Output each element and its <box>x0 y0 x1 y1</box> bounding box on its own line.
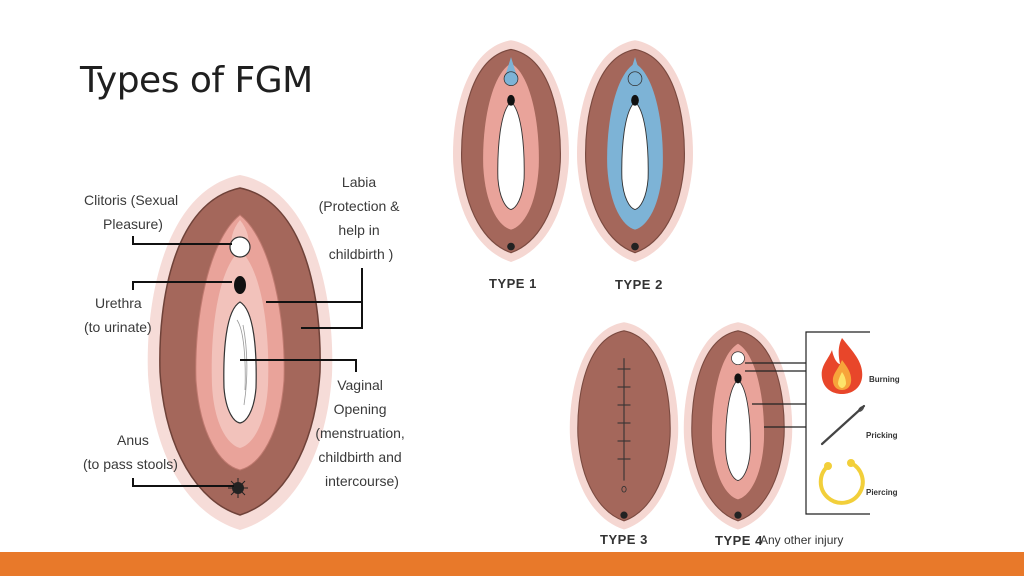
slide-title: Types of FGM <box>80 60 313 101</box>
anus-label: Anus (to pass stools) <box>83 432 178 472</box>
vaginal-opening-label: Vaginal Opening (menstruation, childbirt… <box>315 377 408 489</box>
type3-label: TYPE 3 <box>600 532 648 547</box>
type1-diagram <box>452 39 570 263</box>
type4-label: TYPE 4 <box>715 533 763 548</box>
type3-diagram <box>569 322 679 530</box>
pricking-label: Pricking <box>866 431 898 440</box>
piercing-ring-icon <box>818 459 865 505</box>
burning-label: Burning <box>869 375 900 384</box>
type4-connectors <box>745 331 870 515</box>
urethra-label: Urethra (to urinate) <box>84 295 152 335</box>
piercing-label: Piercing <box>866 488 898 497</box>
fire-icon <box>821 338 863 394</box>
clitoris-label: Clitoris (Sexual Pleasure) <box>84 192 182 232</box>
needle-icon <box>820 404 866 446</box>
type4-diagram <box>683 321 793 531</box>
main-label-lines <box>132 236 363 487</box>
type2-diagram <box>576 39 694 263</box>
type4-note: Any other injury <box>760 533 843 547</box>
bottom-accent-bar <box>0 552 1024 576</box>
main-anatomy-diagram <box>147 175 333 530</box>
labia-label: Labia (Protection & help in childbirth ) <box>319 174 404 262</box>
type1-label: TYPE 1 <box>489 276 537 291</box>
type2-label: TYPE 2 <box>615 277 663 292</box>
